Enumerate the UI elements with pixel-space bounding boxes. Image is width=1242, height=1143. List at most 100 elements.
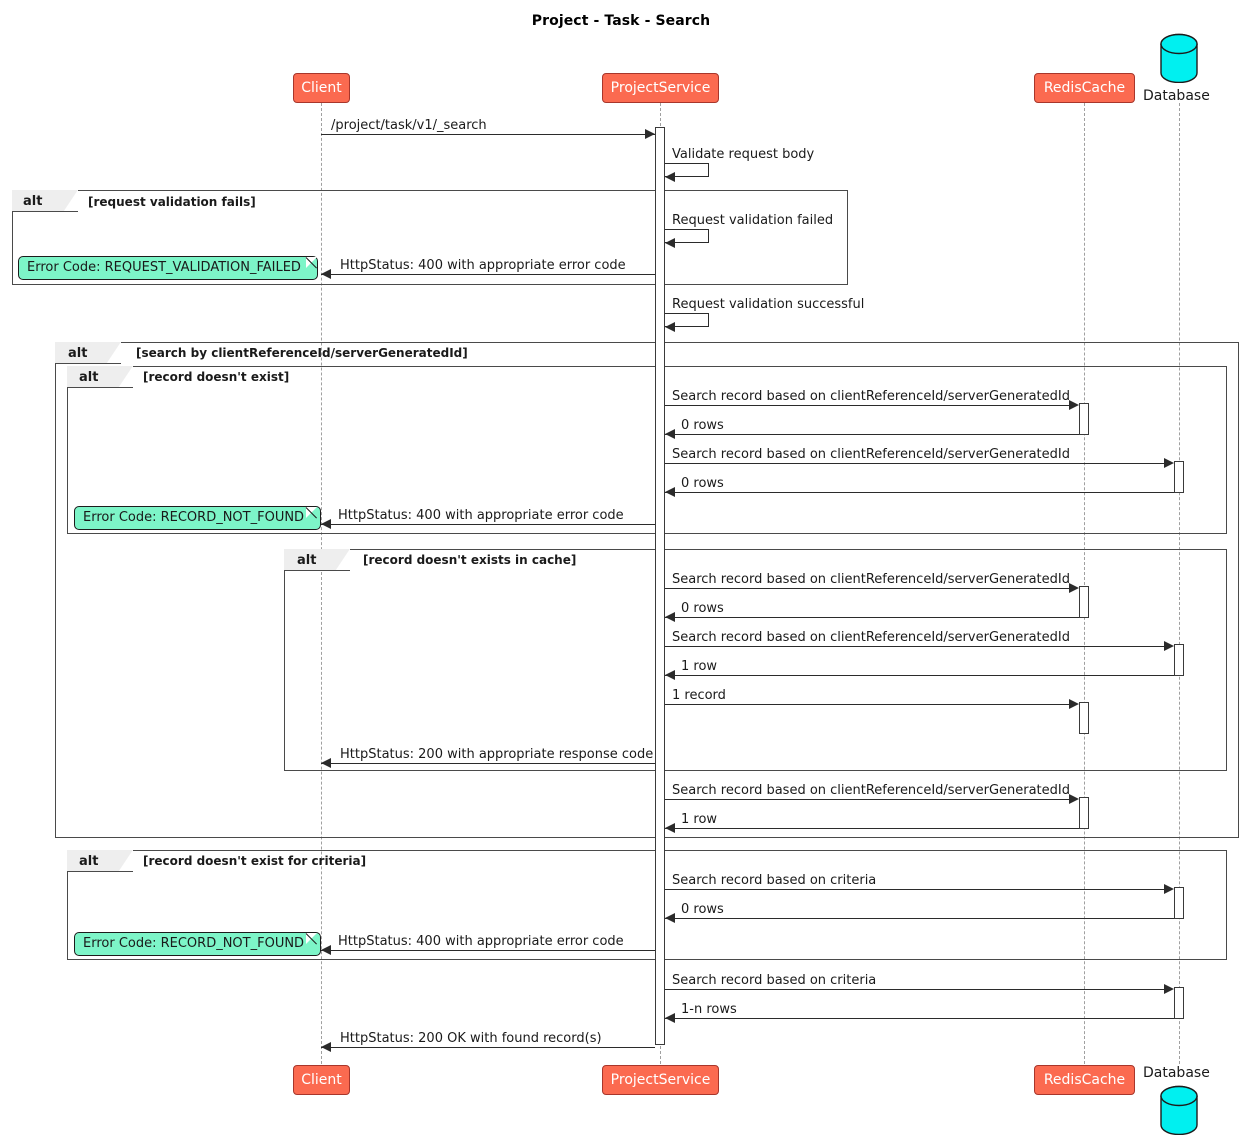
message-label-m14: 1 row: [681, 659, 718, 674]
message-label-m6: Search record based on clientReferenceId…: [672, 389, 1070, 404]
message-label-m3: Request validation failed: [672, 213, 834, 228]
message-label-m9: 0 rows: [681, 476, 724, 491]
alt-frame-search-by-id: [55, 342, 1239, 838]
alt-keyword-3: alt: [79, 370, 99, 385]
alt-tab-5-slant: [119, 850, 133, 872]
note-fold-3: [306, 933, 317, 944]
alt-condition-4: [record doesn't exists in cache]: [363, 553, 577, 567]
participant-client-bottom[interactable]: Client: [293, 1065, 350, 1095]
message-arrow-m22: [1164, 984, 1174, 994]
message-label-m18: 1 row: [681, 812, 718, 827]
lifeline-rediscache: [1084, 103, 1085, 1064]
alt-keyword-1: alt: [23, 194, 43, 209]
message-line-m22: [665, 989, 1164, 990]
message-label-m13: Search record based on clientReferenceId…: [672, 630, 1070, 645]
message-arrow-m21: [321, 945, 331, 955]
alt-condition-3: [record doesn't exist]: [143, 370, 290, 384]
message-arrow-m18: [665, 823, 675, 833]
message-arrow-m11: [1069, 583, 1079, 593]
message-label-m23: 1-n rows: [681, 1002, 737, 1017]
database-label-bottom: Database: [1143, 1065, 1210, 1081]
message-line-m21: [321, 950, 655, 951]
message-arrow-m4: [321, 269, 331, 279]
message-label-m12: 0 rows: [681, 601, 724, 616]
activation-database-1: [1174, 461, 1184, 493]
message-line-m24: [321, 1047, 655, 1048]
message-arrow-m9: [665, 487, 675, 497]
message-label-m20: 0 rows: [681, 902, 724, 917]
message-arrow-m14: [665, 670, 675, 680]
message-line-m20: [665, 918, 1174, 919]
message-label-m16: HttpStatus: 200 with appropriate respons…: [340, 747, 654, 762]
note-record-not-found-2: Error Code: RECORD_NOT_FOUND: [74, 932, 322, 956]
message-label-m5: Request validation successful: [672, 297, 865, 312]
message-arrow-m5: [665, 322, 675, 332]
activation-database-4: [1174, 987, 1184, 1019]
message-line-m23: [665, 1018, 1174, 1019]
alt-frame-record-not-in-cache: [284, 549, 1227, 771]
activation-rediscache-4: [1079, 797, 1089, 829]
message-line-m11: [665, 588, 1069, 589]
alt-frame-request-validation-fails: [12, 190, 848, 285]
lifeline-database: [1179, 103, 1180, 1064]
activation-rediscache-1: [1079, 403, 1089, 435]
participant-rediscache-top[interactable]: RedisCache: [1034, 73, 1135, 103]
message-line-m8: [665, 463, 1164, 464]
activation-projectservice: [655, 127, 665, 1045]
participant-projectservice-bottom[interactable]: ProjectService: [602, 1065, 719, 1095]
message-arrow-m19: [1164, 884, 1174, 894]
message-line-m1: [321, 134, 655, 135]
database-icon-top[interactable]: [1160, 33, 1198, 83]
alt-frame-record-doesnt-exist: [67, 366, 1227, 534]
message-arrow-m2: [665, 172, 675, 182]
message-arrow-m24: [321, 1042, 331, 1052]
alt-tab-2-slant: [107, 342, 121, 364]
alt-keyword-4: alt: [297, 553, 317, 568]
activation-rediscache-2: [1079, 586, 1089, 618]
alt-tab-4-slant: [336, 549, 350, 571]
participant-client-top[interactable]: Client: [293, 73, 350, 103]
message-arrow-m15: [1069, 699, 1079, 709]
self-message-m3: [665, 229, 709, 243]
alt-tab-1-slant: [64, 190, 78, 212]
diagram-title: Project - Task - Search: [531, 13, 711, 29]
note-record-not-found-1: Error Code: RECORD_NOT_FOUND: [74, 506, 322, 530]
message-line-m10: [321, 524, 655, 525]
alt-keyword-5: alt: [79, 854, 99, 869]
message-line-m19: [665, 889, 1164, 890]
activation-database-3: [1174, 887, 1184, 919]
message-label-m22: Search record based on criteria: [672, 973, 877, 988]
message-line-m9: [665, 492, 1174, 493]
message-arrow-m10: [321, 519, 331, 529]
message-label-m7: 0 rows: [681, 418, 724, 433]
activation-rediscache-3: [1079, 702, 1089, 734]
message-label-m4: HttpStatus: 400 with appropriate error c…: [340, 258, 626, 273]
note-request-validation-failed: Error Code: REQUEST_VALIDATION_FAILED: [18, 256, 318, 280]
message-label-m15: 1 record: [672, 688, 726, 703]
message-label-m10: HttpStatus: 400 with appropriate error c…: [338, 508, 624, 523]
self-message-m5: [665, 313, 709, 327]
participant-rediscache-bottom[interactable]: RedisCache: [1034, 1065, 1135, 1095]
database-icon-bottom[interactable]: [1160, 1085, 1198, 1135]
alt-condition-2: [search by clientReferenceId/serverGener…: [136, 346, 468, 360]
participant-projectservice-top[interactable]: ProjectService: [602, 73, 719, 103]
message-arrow-m7: [665, 429, 675, 439]
lifeline-client: [321, 103, 322, 1064]
message-line-m12: [665, 617, 1079, 618]
message-arrow-m6: [1069, 400, 1079, 410]
message-arrow-m3: [665, 238, 675, 248]
note-fold-2: [306, 507, 317, 518]
message-label-m17: Search record based on clientReferenceId…: [672, 783, 1070, 798]
message-label-m8: Search record based on clientReferenceId…: [672, 447, 1070, 462]
message-arrow-m8: [1164, 458, 1174, 468]
message-arrow-m17: [1069, 794, 1079, 804]
database-label-top: Database: [1143, 88, 1210, 104]
message-arrow-m23: [665, 1013, 675, 1023]
message-label-m2: Validate request body: [672, 147, 815, 162]
message-arrow-m13: [1164, 641, 1174, 651]
alt-tab-3-slant: [119, 366, 133, 388]
message-line-m6: [665, 405, 1069, 406]
message-arrow-m20: [665, 913, 675, 923]
alt-frame-record-not-for-criteria: [67, 850, 1227, 960]
